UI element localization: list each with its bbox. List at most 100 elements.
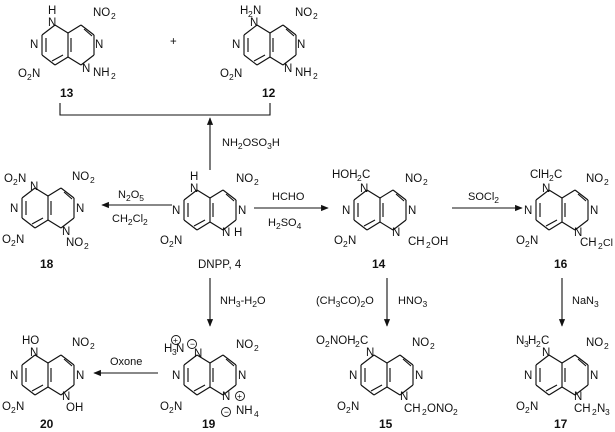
svg-text:N: N bbox=[250, 17, 258, 29]
svg-text:2: 2 bbox=[346, 405, 351, 415]
svg-text:H: H bbox=[164, 343, 172, 355]
svg-text:N: N bbox=[172, 370, 180, 382]
svg-text:N: N bbox=[174, 235, 182, 247]
svg-text:2: 2 bbox=[313, 71, 318, 81]
svg-text:N: N bbox=[392, 227, 400, 239]
svg-text:N: N bbox=[597, 403, 605, 415]
svg-text:N: N bbox=[524, 205, 532, 217]
svg-text:N: N bbox=[574, 227, 582, 239]
svg-text:NH: NH bbox=[93, 67, 110, 79]
svg-text:2: 2 bbox=[169, 239, 174, 249]
compound-4-label: DNPP, 4 bbox=[198, 259, 242, 271]
svg-text:OH: OH bbox=[66, 402, 83, 414]
svg-text:2: 2 bbox=[11, 405, 16, 415]
svg-text:H: H bbox=[240, 5, 248, 17]
svg-text:NO: NO bbox=[93, 7, 110, 19]
svg-text:2: 2 bbox=[254, 177, 259, 187]
reagent-oxone: Oxone bbox=[110, 356, 142, 368]
svg-text:2: 2 bbox=[604, 341, 609, 351]
svg-text:ONO: ONO bbox=[427, 403, 453, 415]
svg-text:CH: CH bbox=[580, 237, 597, 249]
svg-text:NO: NO bbox=[66, 237, 83, 249]
svg-text:H: H bbox=[528, 335, 536, 347]
svg-text:NH: NH bbox=[236, 405, 253, 417]
reagent-nan3: NaN3 bbox=[572, 295, 599, 309]
svg-text:N: N bbox=[30, 347, 38, 359]
svg-text:3: 3 bbox=[524, 339, 529, 349]
svg-text:N: N bbox=[62, 226, 70, 238]
svg-text:C: C bbox=[362, 169, 370, 181]
svg-text:2: 2 bbox=[111, 11, 116, 21]
svg-text:2: 2 bbox=[248, 9, 253, 19]
svg-text:N: N bbox=[297, 39, 305, 51]
svg-text:N: N bbox=[10, 203, 18, 215]
svg-text:N: N bbox=[234, 68, 242, 80]
svg-text:N: N bbox=[542, 347, 550, 359]
svg-text:N: N bbox=[574, 391, 582, 403]
svg-text:N: N bbox=[400, 391, 408, 403]
svg-text:2: 2 bbox=[169, 405, 174, 415]
svg-text:H: H bbox=[48, 5, 56, 17]
svg-text:HOH: HOH bbox=[332, 169, 358, 181]
svg-text:2: 2 bbox=[343, 239, 348, 249]
reagent-ch2cl2: CH2Cl2 bbox=[112, 213, 148, 227]
plus-sign: + bbox=[170, 36, 177, 48]
svg-text:2: 2 bbox=[430, 341, 435, 351]
svg-text:3: 3 bbox=[172, 347, 177, 357]
svg-text:C: C bbox=[541, 335, 549, 347]
reagent-ac2o: (CH3CO)2O bbox=[316, 295, 374, 309]
reagent-h2so4: H2SO4 bbox=[268, 217, 302, 231]
reagent-n2o5: N2O5 bbox=[118, 189, 144, 203]
svg-text:+: + bbox=[173, 335, 178, 345]
svg-text:N: N bbox=[542, 183, 550, 195]
svg-text:NO: NO bbox=[72, 337, 89, 349]
svg-text:OH: OH bbox=[431, 236, 448, 248]
svg-text:O: O bbox=[160, 235, 169, 247]
reagent-socl2: SOCl2 bbox=[468, 191, 499, 205]
svg-text:N: N bbox=[172, 205, 180, 217]
svg-text:NO: NO bbox=[72, 171, 89, 183]
compound-17-number: 17 bbox=[554, 417, 568, 431]
svg-text:N: N bbox=[342, 205, 350, 217]
svg-text:2: 2 bbox=[422, 407, 427, 417]
svg-text:N: N bbox=[10, 370, 18, 382]
svg-text:2: 2 bbox=[11, 238, 16, 248]
svg-text:N: N bbox=[408, 205, 416, 217]
svg-text:N: N bbox=[238, 205, 246, 217]
svg-text:N: N bbox=[590, 205, 598, 217]
product-bracket bbox=[59, 103, 271, 116]
svg-text:2: 2 bbox=[525, 239, 530, 249]
svg-text:N: N bbox=[253, 5, 261, 17]
svg-text:O: O bbox=[516, 235, 525, 247]
svg-text:N: N bbox=[516, 335, 524, 347]
svg-text:2: 2 bbox=[111, 71, 116, 81]
svg-text:N: N bbox=[190, 183, 198, 195]
svg-text:O: O bbox=[337, 401, 346, 413]
svg-text:N: N bbox=[76, 370, 84, 382]
svg-text:O: O bbox=[2, 234, 11, 246]
svg-text:N: N bbox=[284, 63, 292, 75]
svg-text:ClH: ClH bbox=[530, 169, 549, 181]
svg-text:2: 2 bbox=[357, 173, 362, 183]
svg-text:O: O bbox=[160, 401, 169, 413]
svg-text:2: 2 bbox=[453, 407, 458, 417]
svg-text:2: 2 bbox=[325, 339, 330, 349]
svg-text:2: 2 bbox=[525, 405, 530, 415]
svg-text:N: N bbox=[194, 348, 202, 360]
svg-text:2: 2 bbox=[423, 177, 428, 187]
svg-text:N: N bbox=[16, 401, 24, 413]
svg-text:N: N bbox=[18, 173, 26, 185]
svg-text:2: 2 bbox=[90, 341, 95, 351]
svg-text:N: N bbox=[530, 235, 538, 247]
svg-text:2: 2 bbox=[13, 177, 18, 187]
compound-15-number: 15 bbox=[379, 417, 393, 431]
svg-text:N: N bbox=[349, 370, 357, 382]
svg-text:N: N bbox=[366, 347, 374, 359]
